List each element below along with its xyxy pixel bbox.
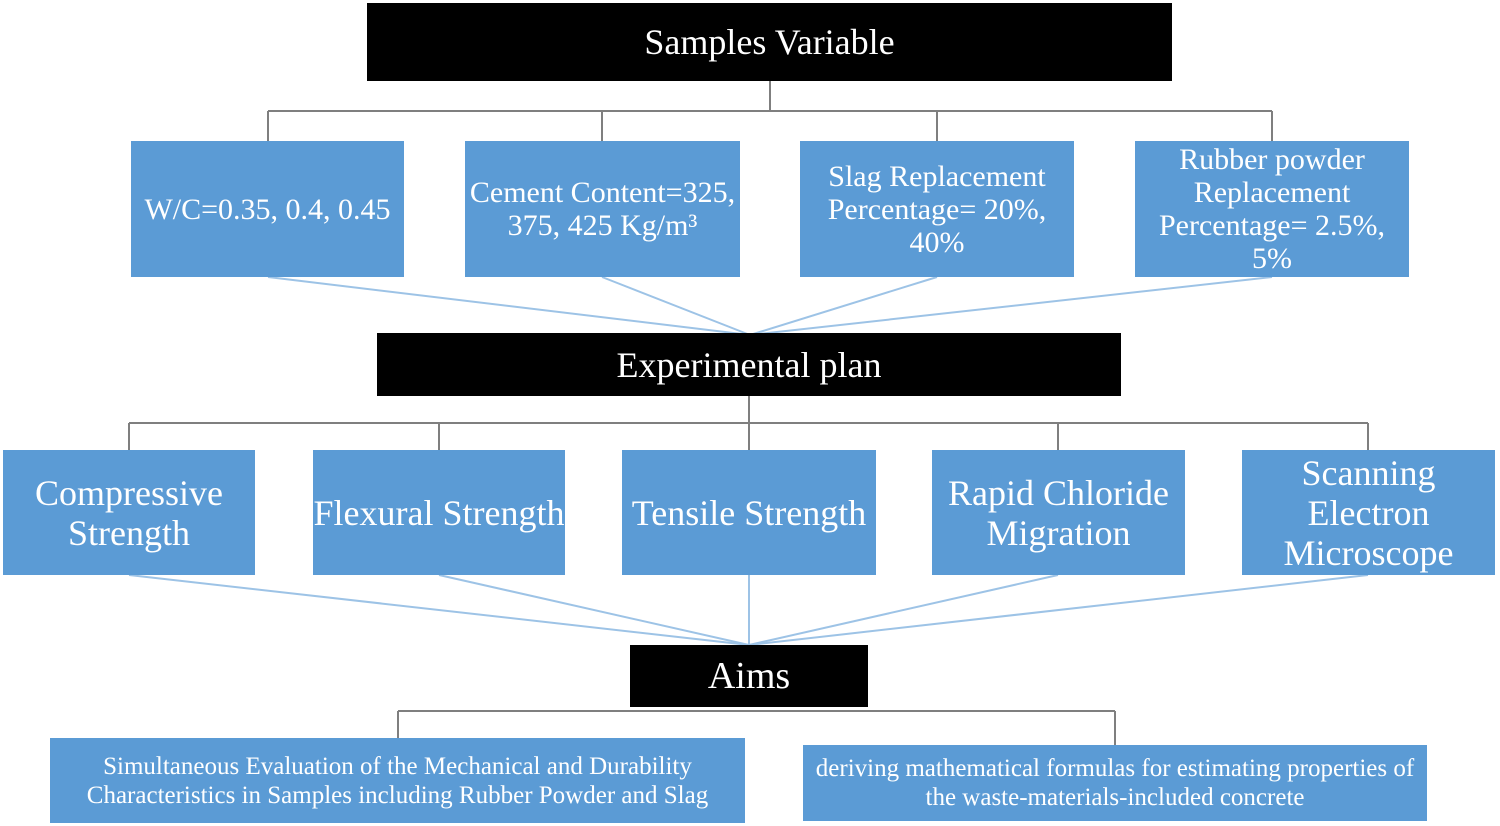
aim-formulas-text: deriving mathematical formulas for estim… <box>815 755 1415 811</box>
samples-variable-header: Samples Variable <box>367 3 1172 81</box>
samples-variable-label: Samples Variable <box>644 22 895 62</box>
variable-slag-replacement-text: Slag Replacement Percentage= 20%, 40% <box>827 159 1047 259</box>
variable-cement-content-text: Cement Content=325, 375, 425 Kg/m³ <box>469 176 736 242</box>
variable-rubber-replacement-text: Rubber powder Replacement Percentage= 2.… <box>1159 143 1385 275</box>
variable-wc-ratio-text: W/C=0.35, 0.4, 0.45 <box>144 192 391 226</box>
aim-evaluation-text: Simultaneous Evaluation of the Mechanica… <box>86 752 709 809</box>
test-rapid-chloride-migration-box: Rapid Chloride Migration <box>932 450 1185 575</box>
test-compressive-strength-box: Compressive Strength <box>3 450 255 575</box>
test-compressive-strength-text: Compressive Strength <box>35 472 223 553</box>
test-tensile-strength-text: Tensile Strength <box>631 492 867 533</box>
variable-slag-replacement-box: Slag Replacement Percentage= 20%, 40% <box>800 141 1074 277</box>
test-scanning-electron-microscope-text: Scanning Electron Microscope <box>1283 452 1454 573</box>
test-scanning-electron-microscope-box: Scanning Electron Microscope <box>1242 450 1495 575</box>
aims-header: Aims <box>630 645 868 707</box>
variable-wc-ratio-box: W/C=0.35, 0.4, 0.45 <box>131 141 404 277</box>
aim-formulas-box: deriving mathematical formulas for estim… <box>803 745 1427 821</box>
samples-tree-connectors <box>267 81 1273 141</box>
test-rapid-chloride-migration-text: Rapid Chloride Migration <box>948 472 1169 553</box>
plan-tree-connectors <box>128 396 1369 450</box>
aims-tree-connectors <box>397 710 1116 745</box>
experimental-plan-header: Experimental plan <box>377 333 1121 396</box>
variable-cement-content-box: Cement Content=325, 375, 425 Kg/m³ <box>465 141 740 277</box>
test-flexural-strength-text: Flexural Strength <box>313 492 565 533</box>
tests-converge-lines <box>128 574 1369 646</box>
test-tensile-strength-box: Tensile Strength <box>622 450 876 575</box>
experimental-plan-label: Experimental plan <box>616 344 882 385</box>
aim-evaluation-box: Simultaneous Evaluation of the Mechanica… <box>50 738 745 823</box>
variable-rubber-replacement-box: Rubber powder Replacement Percentage= 2.… <box>1135 141 1409 277</box>
variables-converge-lines <box>267 276 1273 336</box>
aims-label: Aims <box>707 655 791 697</box>
test-flexural-strength-box: Flexural Strength <box>313 450 565 575</box>
